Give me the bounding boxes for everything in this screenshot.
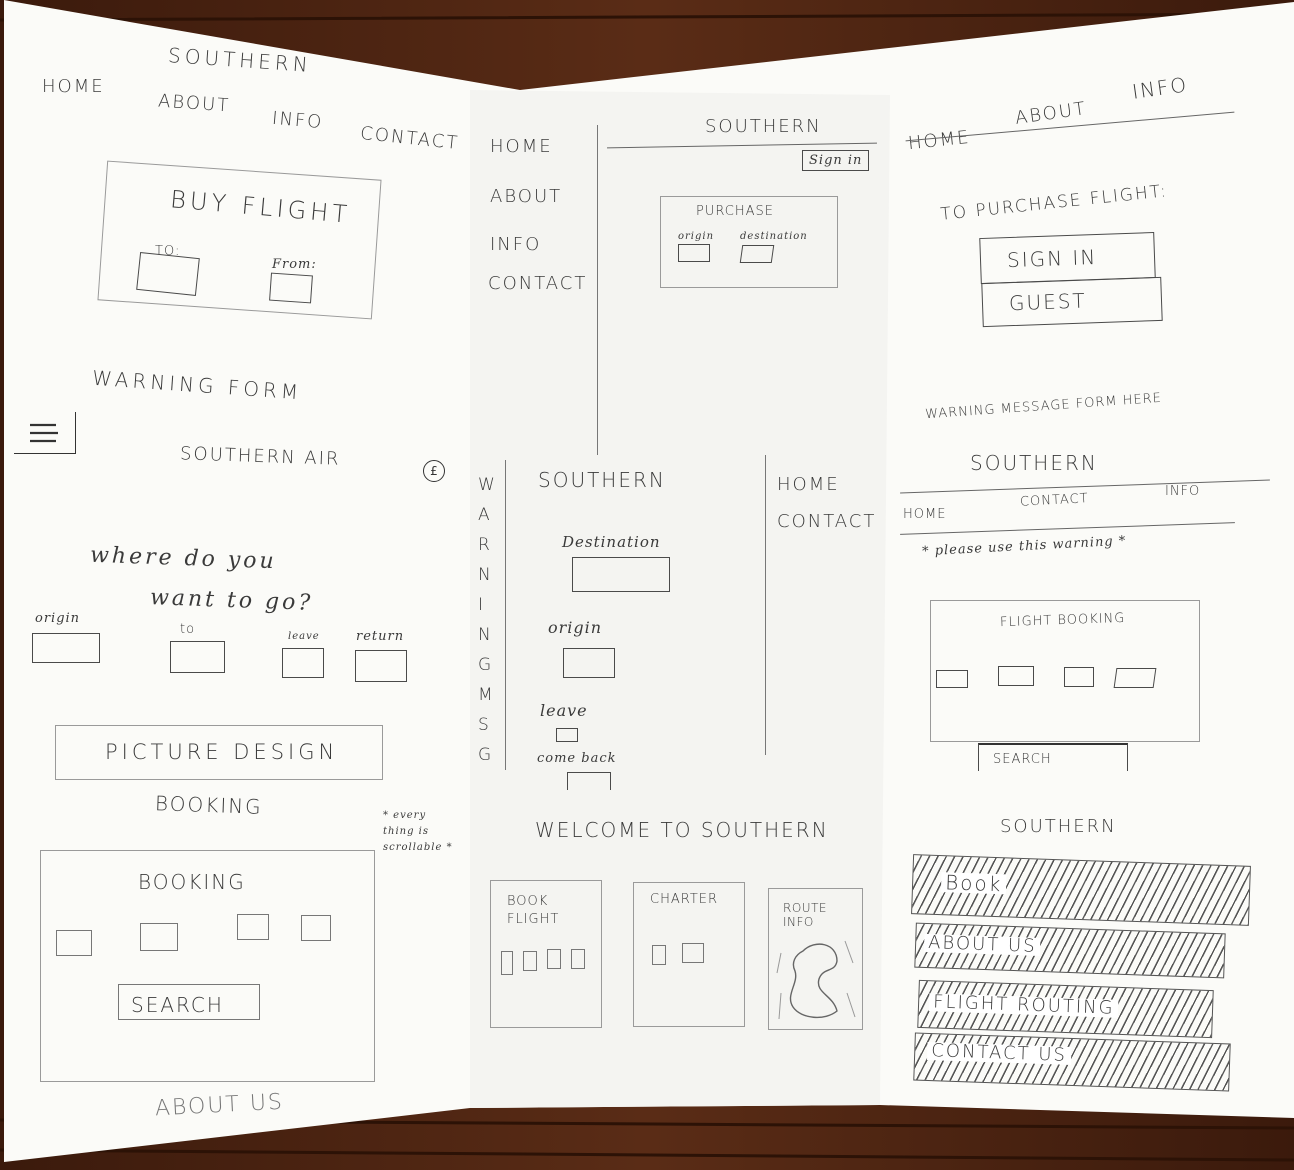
sign-in-option[interactable]: SIGN IN	[979, 231, 1156, 285]
menu-item-contact-us-label: CONTACT US	[926, 1040, 1072, 1066]
booking-card	[40, 850, 375, 1082]
route-map-icon	[776, 940, 856, 1020]
menu-item-book-label: Book	[940, 870, 1007, 896]
account-icon[interactable]: £	[423, 460, 445, 482]
brand-title: SOUTHERN	[705, 116, 822, 137]
nav-home[interactable]: HOME	[903, 507, 947, 522]
booking-field-4[interactable]	[301, 915, 331, 941]
card-field-2[interactable]	[523, 951, 537, 971]
menu-item-flight-routing[interactable]: FLIGHT ROUTING	[917, 979, 1214, 1039]
come-back-label: come back	[537, 751, 617, 766]
purchase-card	[660, 196, 838, 288]
return-label: return	[356, 629, 405, 644]
nav-info[interactable]: INFO	[271, 107, 325, 134]
side-nav-contact[interactable]: CONTACT	[488, 273, 588, 294]
question-line2: want to go?	[149, 585, 314, 616]
flight-booking-card	[930, 600, 1200, 742]
to-input[interactable]	[170, 641, 225, 673]
card-field-4[interactable]	[571, 949, 585, 969]
booking-field-2[interactable]	[140, 923, 178, 951]
to-input[interactable]	[136, 251, 200, 297]
route-info-card-title: ROUTE INFO	[783, 901, 827, 929]
side-nav-home[interactable]: HOME	[777, 474, 840, 495]
from-label: From:	[272, 257, 317, 272]
guest-option[interactable]: GUEST	[981, 276, 1163, 328]
sign-in-button[interactable]: Sign in	[802, 150, 870, 171]
nav-about[interactable]: ABOUT	[157, 90, 231, 117]
charter-card-title: CHARTER	[650, 892, 719, 907]
to-label: TO:	[155, 244, 181, 259]
nav-info[interactable]: INFO	[1165, 484, 1201, 499]
charter-field-1[interactable]	[652, 945, 666, 965]
nav-contact[interactable]: CONTACT	[1019, 491, 1090, 510]
come-back-input[interactable]	[567, 772, 611, 790]
welcome-heading: WELCOME TO SOUTHERN	[535, 818, 829, 842]
leave-label: leave	[540, 701, 588, 720]
origin-input[interactable]	[678, 244, 710, 262]
scrollable-note: * every thing is scrollable *	[383, 810, 453, 853]
charter-field-2[interactable]	[682, 943, 704, 963]
book-flight-card[interactable]: BOOK FLIGHT	[490, 880, 602, 1028]
search-button[interactable]: SEARCH	[118, 984, 260, 1020]
nav-home[interactable]: HOME	[42, 76, 105, 97]
origin-input[interactable]	[32, 633, 100, 663]
buy-flight-card	[97, 160, 382, 320]
brand-title: SOUTHERN	[970, 451, 1098, 475]
side-nav-about[interactable]: ABOUT	[490, 186, 563, 207]
destination-label: Destination	[562, 533, 661, 551]
destination-input[interactable]	[572, 557, 670, 592]
booking-field-3[interactable]	[1064, 667, 1094, 687]
vertical-warning-msg: WARNING MSG	[478, 475, 495, 765]
side-nav-contact[interactable]: CONTACT	[777, 511, 877, 532]
booking-field-1[interactable]	[936, 670, 968, 688]
origin-label: origin	[548, 618, 603, 637]
charter-card[interactable]: CHARTER	[633, 882, 745, 1027]
to-label: to	[180, 622, 196, 637]
brand-title: SOUTHERN	[1000, 816, 1117, 837]
menu-button[interactable]	[14, 412, 76, 454]
return-input[interactable]	[355, 650, 407, 682]
booking-field-2[interactable]	[998, 666, 1034, 686]
leave-input[interactable]	[556, 728, 578, 742]
card-field-3[interactable]	[547, 949, 561, 969]
search-button[interactable]: SEARCH	[978, 743, 1128, 771]
menu-item-book[interactable]: Book	[911, 854, 1251, 926]
from-input[interactable]	[269, 272, 313, 304]
booking-field-4[interactable]	[1113, 668, 1157, 688]
origin-input[interactable]	[563, 648, 615, 678]
route-info-card[interactable]: ROUTE INFO	[768, 888, 863, 1030]
warning-divider	[505, 460, 507, 770]
picture-design-banner	[55, 725, 383, 780]
hamburger-icon	[30, 423, 58, 443]
booking-field-3[interactable]	[237, 914, 269, 940]
leave-input[interactable]	[282, 648, 324, 678]
booking-heading: BOOKING	[154, 791, 264, 819]
menu-item-flight-routing-label: FLIGHT ROUTING	[928, 991, 1119, 1019]
right-sidebar-divider	[765, 455, 767, 755]
side-nav-info[interactable]: INFO	[490, 234, 542, 255]
card-field-1[interactable]	[501, 951, 513, 975]
book-flight-card-title: BOOK FLIGHT	[507, 894, 560, 927]
brand-title: SOUTHERN	[538, 468, 666, 492]
origin-label: origin	[678, 231, 715, 242]
booking-card-title: BOOKING	[138, 870, 246, 894]
purchase-title: PURCHASE	[696, 204, 774, 219]
origin-label: origin	[35, 611, 81, 626]
sidebar-divider	[597, 125, 599, 455]
side-nav-home[interactable]: HOME	[490, 136, 553, 157]
destination-input[interactable]	[739, 245, 775, 263]
picture-design-label: PICTURE DESIGN	[105, 740, 339, 764]
booking-field-1[interactable]	[56, 930, 92, 956]
leave-label: leave	[288, 631, 320, 642]
menu-item-about-us-label: ABOUT US	[923, 932, 1041, 957]
destination-label: destination	[740, 231, 808, 242]
